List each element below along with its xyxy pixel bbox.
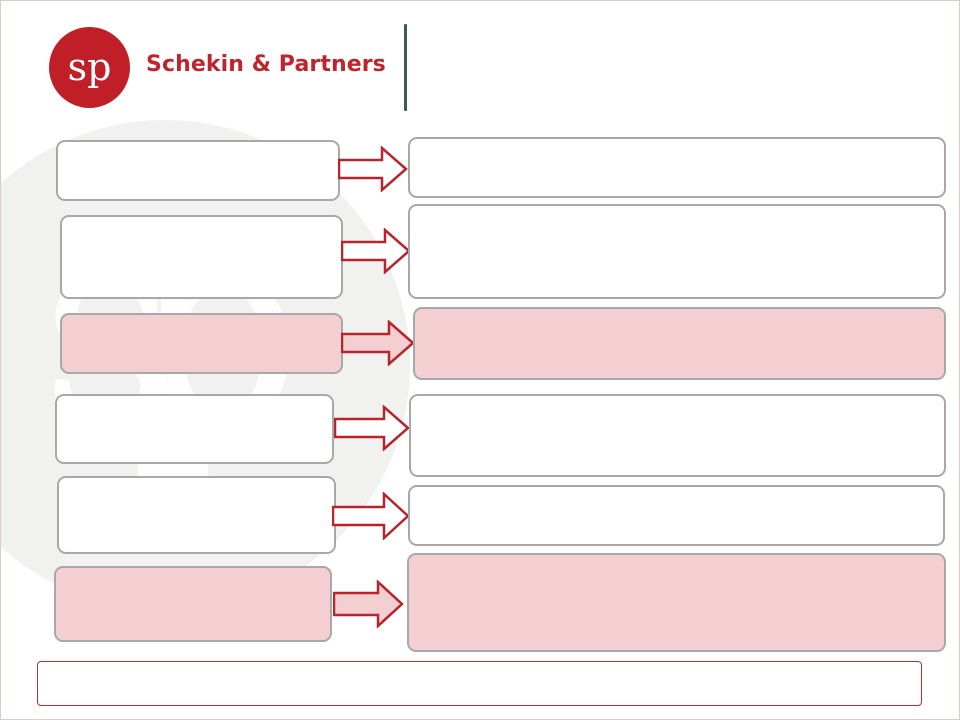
flow-left-box-6 [54,566,332,642]
flow-right-box-5 [408,485,945,546]
flow-left-box-3 [60,313,343,374]
footer-note-box [37,661,922,706]
flow-right-box-1 [408,137,946,198]
arrow-right-icon [334,405,410,451]
logo-monogram: sp [68,45,112,89]
logo-icon: sp [49,27,130,108]
flow-left-box-4 [55,394,334,464]
arrow-right-icon [341,320,415,366]
flow-right-box-3 [413,307,946,380]
flow-left-box-5 [57,476,336,554]
flow-left-box-1 [56,140,340,201]
arrow-right-icon [333,580,404,628]
flow-right-box-6 [407,553,946,652]
flow-left-box-2 [60,215,343,299]
flow-right-box-2 [408,204,946,299]
arrow-right-icon [341,228,411,274]
flow-right-box-4 [409,394,946,477]
arrow-right-icon [332,492,410,540]
brand-name: Schekin & Partners [146,52,386,77]
header-divider [404,24,407,111]
arrow-right-icon [338,146,408,192]
